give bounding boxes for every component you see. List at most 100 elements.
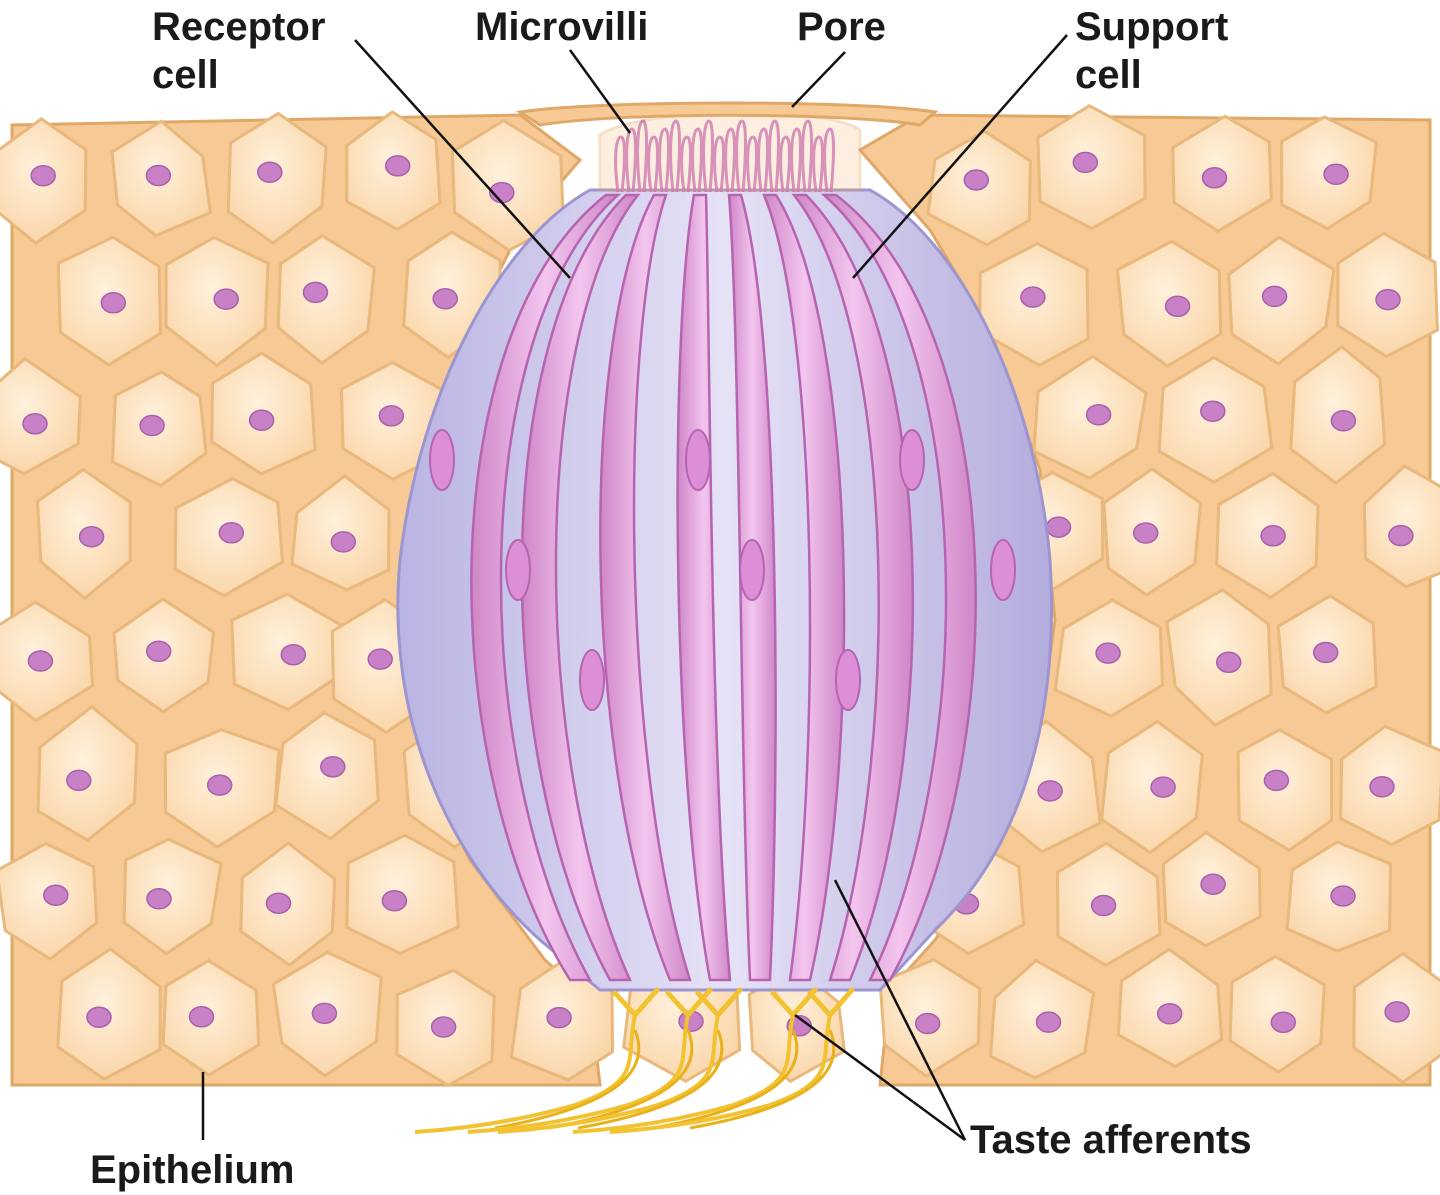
- microvillus: [823, 127, 835, 193]
- epithelial-nucleus: [1150, 776, 1176, 798]
- epithelial-nucleus: [430, 1016, 457, 1038]
- afferent-fiber: [497, 1014, 720, 1134]
- receptor-cell: [470, 193, 622, 982]
- epithelial-nucleus: [302, 281, 329, 304]
- microvillus: [702, 119, 714, 193]
- receptor-cell-leader: [354, 39, 571, 279]
- epithelial-nucleus: [1323, 163, 1349, 185]
- epithelial-nucleus: [311, 1002, 338, 1025]
- support-cell-label: Support cell: [1075, 5, 1239, 97]
- pore-leader: [791, 51, 846, 108]
- epithelial-nucleus: [1215, 651, 1242, 674]
- epithelial-nucleus: [1035, 1011, 1062, 1033]
- epithelial-nucleus: [1037, 780, 1063, 802]
- pore-surface: [515, 101, 939, 127]
- receptor-cell: [676, 193, 732, 982]
- receptor-cell-label-line2: cell: [152, 53, 219, 97]
- microvillus: [812, 135, 824, 193]
- epithelial-nucleus: [78, 525, 105, 548]
- epithelial-nucleus: [330, 531, 357, 553]
- microvillus: [691, 127, 703, 193]
- epithelial-nucleus: [384, 155, 411, 177]
- epithelium-label: Epithelium: [90, 1148, 294, 1192]
- receptor-nucleus: [899, 429, 925, 491]
- epithelial-nucleus: [1156, 1002, 1183, 1025]
- epithelial-nucleus: [30, 164, 56, 187]
- afferent-fiber-strand: [652, 1029, 799, 1130]
- microvillus: [713, 135, 725, 193]
- epithelial-nucleus: [320, 756, 346, 778]
- epithelial-nucleus: [1200, 400, 1226, 422]
- epithelial-nucleus: [257, 161, 283, 183]
- support-cell-label-line2: cell: [1075, 53, 1142, 97]
- afferent-fiber-strand: [689, 1029, 836, 1130]
- microvillus: [636, 119, 648, 193]
- receptor-nucleus: [685, 429, 711, 491]
- epithelial-nucleus: [367, 648, 393, 670]
- microvilli-leader: [568, 49, 632, 134]
- receptor-nucleus: [429, 429, 455, 491]
- epithelial-nucleus: [213, 288, 239, 310]
- epithelial-nucleus: [1330, 409, 1357, 432]
- epithelial-nucleus: [66, 769, 92, 792]
- taste-pore: [598, 110, 862, 192]
- receptor-nucleus: [579, 649, 605, 711]
- epithelial-nucleus: [1095, 642, 1121, 664]
- epithelial-nucleus: [914, 1012, 941, 1035]
- microvilli: [614, 119, 835, 193]
- microvillus: [757, 127, 769, 193]
- epithelial-cell: [276, 233, 376, 365]
- epithelial-nucleus: [1261, 285, 1288, 308]
- receptor-cell-label: Receptor cell: [152, 5, 337, 97]
- epithelial-nucleus: [1369, 775, 1395, 798]
- epithelial-nucleus: [100, 292, 127, 314]
- microvilli-label: Microvilli: [475, 5, 648, 49]
- microvillus: [658, 127, 670, 193]
- epithelial-nucleus: [546, 1006, 572, 1029]
- taste-afferents-label: Taste afferents: [970, 1118, 1252, 1162]
- epithelial-nucleus: [27, 650, 54, 672]
- epithelial-nucleus: [1263, 769, 1290, 792]
- microvillus: [680, 135, 692, 193]
- microvillus: [724, 127, 736, 193]
- epithelial-nucleus: [963, 169, 990, 191]
- support-cell-leader: [852, 34, 1068, 279]
- taste-afferent-fibers: [414, 987, 855, 1134]
- epithelial-nucleus: [1045, 516, 1072, 538]
- receptor-cell: [791, 193, 914, 982]
- epithelial-nucleus: [1200, 873, 1226, 895]
- epithelial-nucleus: [22, 413, 48, 435]
- epithelial-nucleus: [145, 164, 172, 187]
- epithelial-nucleus: [381, 889, 408, 912]
- epithelial-nucleus: [248, 409, 275, 431]
- receptor-nucleus: [835, 649, 861, 711]
- microvillus: [790, 127, 802, 193]
- taste-afferents-leader-2: [794, 1013, 966, 1142]
- epithelial-nucleus: [139, 414, 165, 437]
- receptor-cells: [429, 193, 1016, 982]
- epithelial-nucleus: [1164, 295, 1191, 318]
- afferent-fiber: [572, 1014, 795, 1134]
- epithelial-nucleus: [206, 774, 233, 796]
- afferent-fiber: [414, 1014, 637, 1134]
- epithelial-nucleus: [378, 405, 405, 427]
- epithelial-nucleus: [1312, 641, 1339, 664]
- microvillus: [746, 135, 758, 193]
- receptor-cell: [599, 193, 692, 982]
- microvillus: [801, 119, 813, 193]
- microvillus: [625, 127, 637, 193]
- microvillus: [669, 119, 681, 193]
- epithelial-nucleus: [1375, 288, 1401, 311]
- microvillus: [735, 119, 747, 193]
- epithelial-nucleus: [1388, 524, 1414, 547]
- microvillus: [614, 135, 626, 193]
- epithelial-nucleus: [1072, 151, 1099, 174]
- epithelial-nucleus: [1260, 525, 1286, 547]
- receptor-nucleus: [990, 539, 1016, 601]
- epithelial-nucleus: [265, 892, 292, 914]
- epithelial-nucleus: [1330, 885, 1356, 907]
- epithelial-nucleus: [1270, 1011, 1297, 1034]
- epithelial-nucleus: [432, 287, 458, 310]
- taste-bud: [396, 101, 1054, 992]
- epithelial-nucleus: [218, 522, 245, 544]
